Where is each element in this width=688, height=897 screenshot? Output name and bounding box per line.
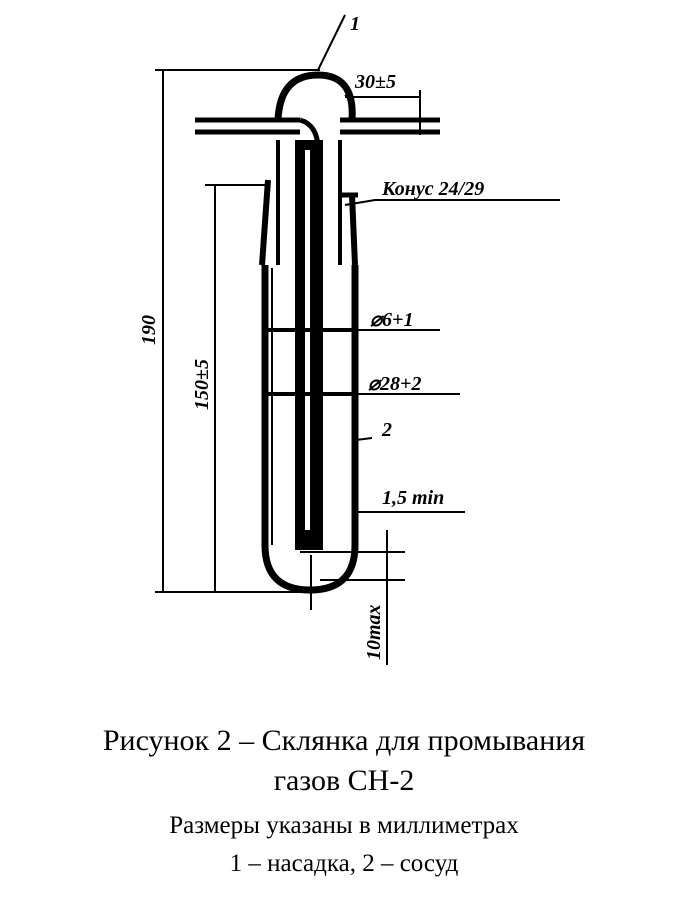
outer-diameter-label: ⌀28+2 [368, 373, 421, 395]
figure-legend: 1 – насадка, 2 – сосуд [229, 850, 459, 877]
figure-title-line2: газов СН-2 [273, 764, 415, 797]
total-height-label: 190 [138, 315, 160, 345]
part1-label: 1 [350, 13, 360, 35]
wash-bottle-drawing: 1 30±5 Конус 24/29 ⌀6+1 ⌀28+2 2 1,5 min … [138, 13, 560, 665]
inner-diameter-label: ⌀6+1 [370, 309, 413, 331]
part2-label: 2 [381, 419, 392, 441]
width-dim-label: 30±5 [354, 71, 396, 93]
figure-note: Размеры указаны в миллиметрах [169, 812, 519, 839]
figure-title-line1: Рисунок 2 – Склянка для промывания [102, 724, 586, 757]
cone-label: Конус 24/29 [381, 178, 484, 200]
bottom-gap-label: 10max [363, 604, 385, 660]
vessel-height-label: 150±5 [191, 359, 213, 410]
dimension-lines [155, 14, 560, 665]
gap-label: 1,5 min [382, 487, 444, 509]
